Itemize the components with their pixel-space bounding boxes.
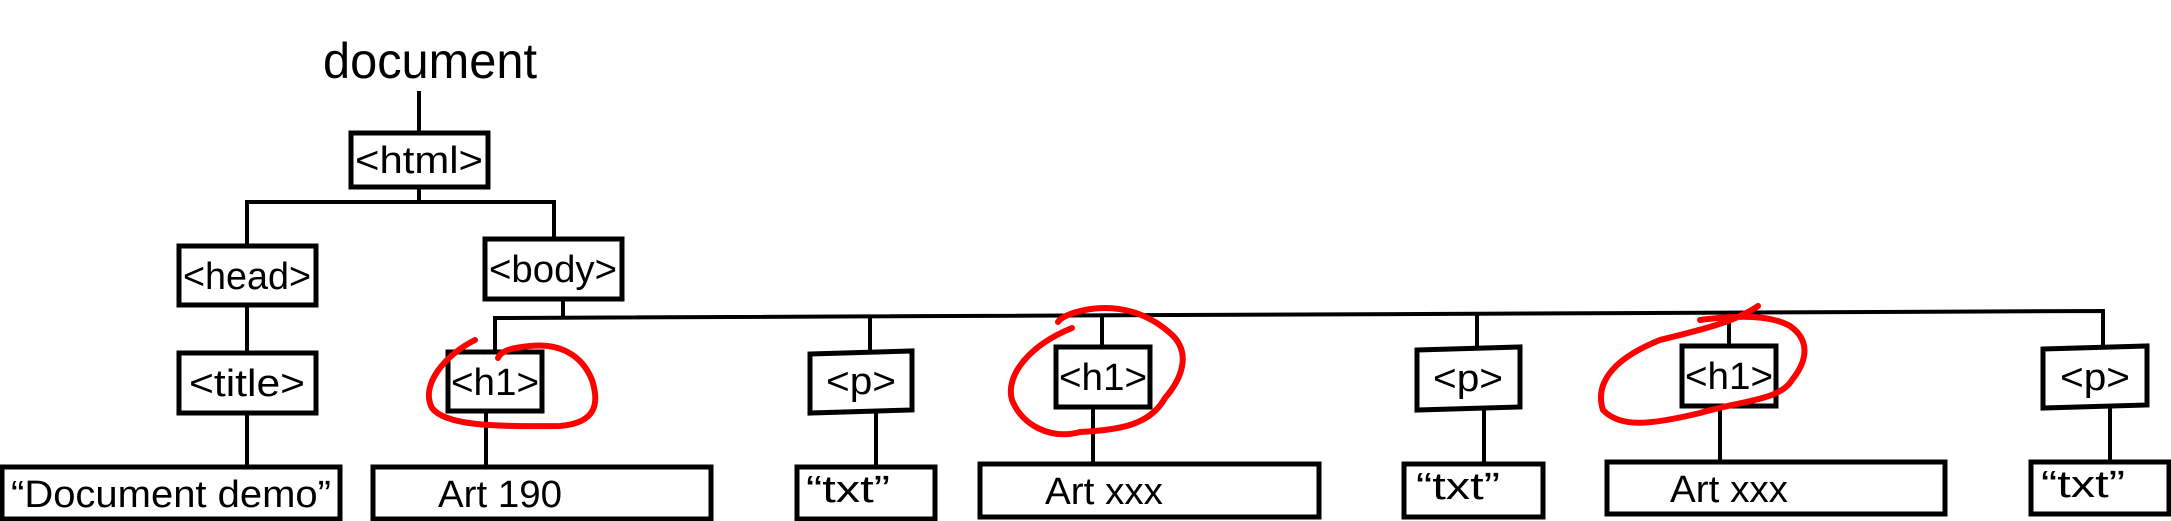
node-p-2: <p>: [1414, 344, 1523, 413]
node-p-1-label: <p>: [826, 361, 896, 403]
node-text-3: Art xxx: [977, 461, 1322, 520]
node-text-1: Art 190: [370, 464, 714, 521]
node-text-2: “txt”: [794, 464, 938, 521]
node-html-label: <html>: [355, 140, 483, 182]
node-text-3-label: Art xxx: [1045, 471, 1163, 513]
root-node-document: document: [323, 33, 537, 89]
tree-edges: [245, 91, 2112, 467]
highlight-circle-h1-1: [425, 337, 599, 430]
node-text-1-label: Art 190: [438, 474, 562, 516]
node-title: <title>: [176, 350, 319, 416]
node-title-label: <title>: [189, 363, 305, 405]
node-p-1: <p>: [807, 348, 915, 416]
node-text-5: Art xxx: [1604, 459, 1948, 517]
node-title-text-label: “Document demo”: [11, 474, 331, 516]
highlight-circle-h1-2: [1007, 304, 1186, 438]
node-p-3-label: <p>: [2060, 357, 2130, 399]
node-text-2-label: “txt”: [806, 469, 890, 511]
node-title-text: “Document demo”: [0, 464, 343, 521]
node-text-6-label: “txt”: [2041, 464, 2125, 506]
node-text-6: “txt”: [2028, 459, 2171, 517]
node-body-label: <body>: [489, 249, 617, 291]
node-head-label: <head>: [183, 256, 311, 298]
node-h1-2: <h1>: [1053, 344, 1153, 410]
node-head: <head>: [176, 243, 319, 308]
node-h1-3-label: <h1>: [1685, 356, 1773, 398]
node-p-3: <p>: [2040, 343, 2150, 411]
node-text-4: “txt”: [1401, 461, 1546, 520]
highlight-circle-h1-3: [1597, 303, 1808, 426]
highlight-marks: [425, 303, 1808, 438]
node-body: <body>: [482, 236, 625, 302]
node-h1-1: <h1>: [445, 349, 545, 414]
node-p-2-label: <p>: [1433, 358, 1503, 400]
node-h1-1-label: <h1>: [451, 362, 539, 404]
node-text-5-label: Art xxx: [1670, 469, 1788, 511]
node-h1-2-label: <h1>: [1059, 357, 1147, 399]
node-text-4-label: “txt”: [1416, 466, 1500, 508]
node-html: <html>: [348, 130, 491, 190]
